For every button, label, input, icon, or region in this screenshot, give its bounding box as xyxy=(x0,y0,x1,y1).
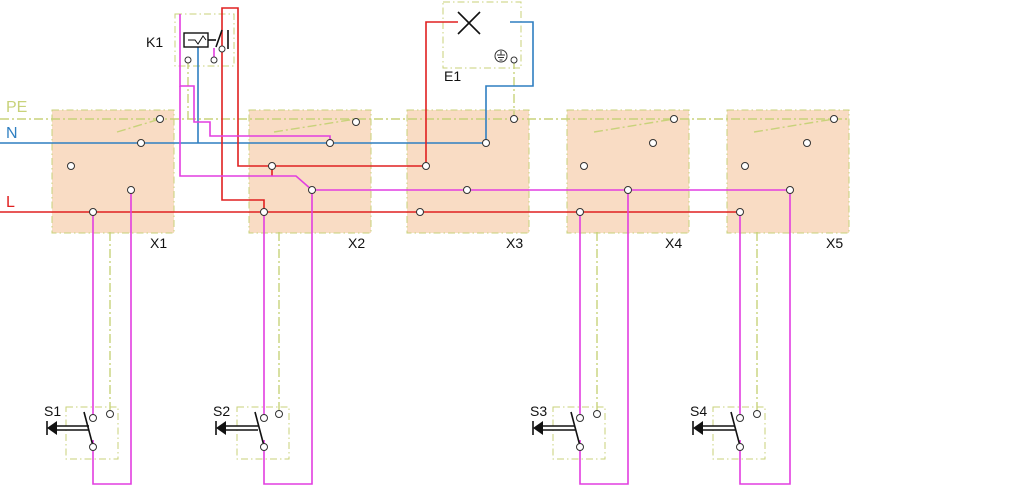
relay-k1 xyxy=(183,29,229,64)
pe-conductor xyxy=(0,60,848,412)
pushbutton-s4 xyxy=(692,410,761,451)
pushbutton-s3 xyxy=(532,410,601,451)
e1-enclosure xyxy=(442,1,522,69)
junction-box-x5 xyxy=(726,109,850,234)
neutral-conductor xyxy=(0,21,534,144)
s3-enclosure xyxy=(552,406,606,460)
component-label-k1: K1 xyxy=(146,34,163,50)
junction-box-x2 xyxy=(248,109,372,234)
relay-coil-icon xyxy=(183,32,209,48)
s1-enclosure xyxy=(65,406,119,460)
pushbutton-icon xyxy=(532,421,575,435)
rail-label-pe: PE xyxy=(6,99,27,116)
switch-label-s4: S4 xyxy=(690,403,707,419)
box-label-x5: X5 xyxy=(826,235,843,251)
box-label-x3: X3 xyxy=(506,235,523,251)
switch-label-s1: S1 xyxy=(44,403,61,419)
s4-enclosure xyxy=(712,406,766,460)
rail-label-l: L xyxy=(6,194,15,211)
pushbutton-s1 xyxy=(46,410,114,451)
pushbutton-icon xyxy=(692,421,735,435)
switched-conductors xyxy=(92,14,791,485)
lamp-cross-icon xyxy=(457,11,481,35)
pushbutton-s2 xyxy=(215,410,283,451)
box-label-x1: X1 xyxy=(150,235,167,251)
terminals xyxy=(67,115,838,216)
switch-label-s2: S2 xyxy=(213,403,230,419)
k1-enclosure xyxy=(174,13,235,67)
junction-boxes xyxy=(51,109,850,234)
rail-label-n: N xyxy=(6,125,18,142)
s2-enclosure xyxy=(236,406,290,460)
lamp-e1 xyxy=(457,11,518,64)
earth-ground-icon xyxy=(494,49,508,63)
switch-label-s3: S3 xyxy=(530,403,547,419)
component-label-e1: E1 xyxy=(444,68,461,84)
box-label-x2: X2 xyxy=(348,235,365,251)
pushbutton-icon xyxy=(215,421,258,435)
pushbutton-icon xyxy=(46,421,89,435)
box-label-x4: X4 xyxy=(665,235,682,251)
junction-box-x1 xyxy=(51,109,175,234)
